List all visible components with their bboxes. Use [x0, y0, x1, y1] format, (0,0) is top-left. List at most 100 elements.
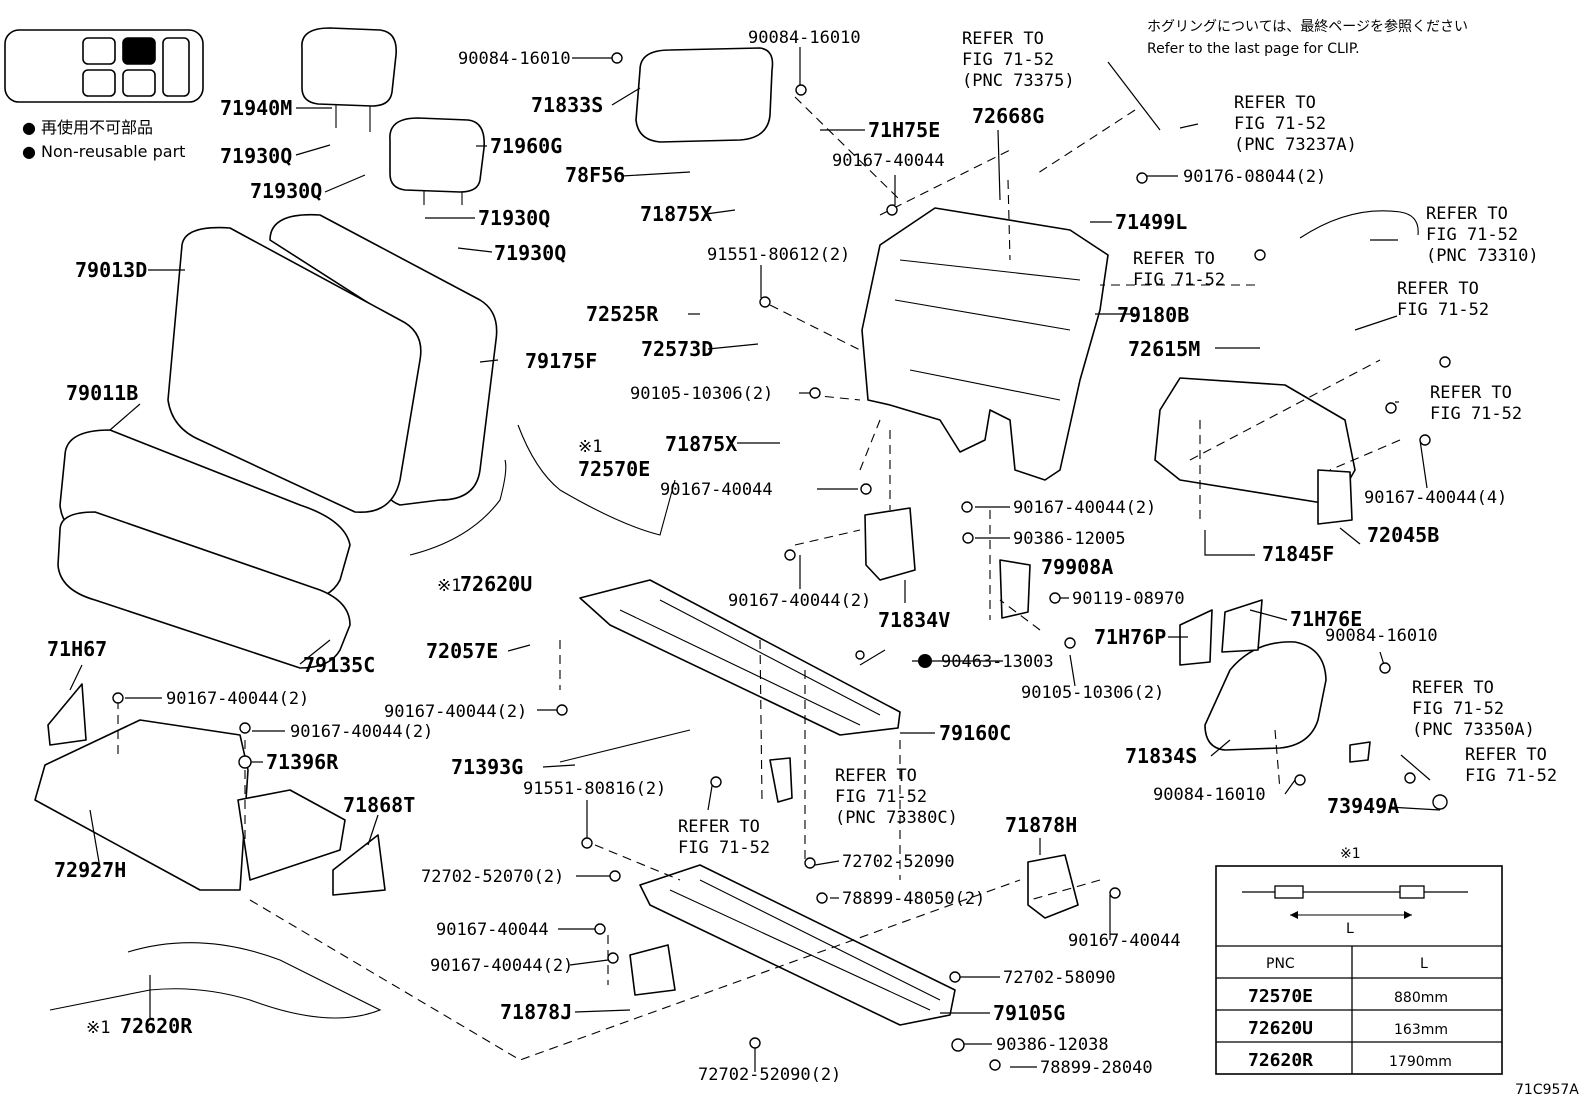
part-label: 72570E	[578, 457, 650, 481]
part-label: 71878H	[1005, 813, 1077, 837]
refer-note-line: REFER TO	[1234, 93, 1316, 113]
non-reusable-marker-icon	[918, 654, 932, 668]
part-label: 72573D	[641, 337, 713, 361]
part-label: 79908A	[1041, 555, 1113, 579]
part-label: 73949A	[1327, 794, 1399, 818]
refer-note-line: FIG 71-52	[1426, 225, 1518, 245]
part-label: 90167-40044(2)	[430, 956, 573, 976]
refer-note-line: (PNC 73237A)	[1234, 135, 1357, 155]
part-label: 71930Q	[478, 206, 550, 230]
clip-note-jp: ホグリングについては、最終ページを参照ください	[1147, 18, 1468, 35]
refer-note-line: FIG 71-52	[962, 50, 1054, 70]
refer-note-line: REFER TO	[1430, 383, 1512, 403]
part-label: 79105G	[993, 1001, 1065, 1025]
part-label: 71H75E	[868, 118, 940, 142]
part-label: 90084-16010	[1325, 626, 1438, 646]
part-label: 79180B	[1117, 303, 1189, 327]
refer-note-line: REFER TO	[1133, 249, 1215, 269]
refer-note-line: FIG 71-52	[1234, 114, 1326, 134]
assembly-dashed-lines	[117, 96, 1401, 1061]
refer-notes: REFER TO FIG 71-52 (PNC 73375) REFER TO …	[678, 29, 1557, 858]
refer-note-line: FIG 71-52	[1133, 270, 1225, 290]
part-label: 90167-40044	[436, 920, 549, 940]
part-label: 90167-40044(2)	[290, 722, 433, 742]
cable-length-table: ※1 L PNC L 72570E 880mm 72620U 163mm 726…	[1215, 846, 1503, 1075]
part-labels: 71940M 71930Q 71930Q 71960G 71930Q 71930…	[47, 28, 1507, 1085]
part-label: 72702-52090(2)	[698, 1065, 841, 1085]
refer-note-line: (PNC 73380C)	[835, 808, 958, 828]
table-header-l: L	[1420, 956, 1428, 972]
part-label: 90105-10306(2)	[630, 384, 773, 404]
part-label: 90167-40044(2)	[1013, 498, 1156, 518]
part-label: 71H67	[47, 637, 107, 661]
part-label: 78899-28040	[1040, 1058, 1153, 1078]
table-cell-pnc: 72570E	[1248, 986, 1313, 1007]
part-label: 72702-52070(2)	[421, 867, 564, 887]
part-label: 71875X	[640, 202, 712, 226]
part-label: 71833S	[531, 93, 603, 117]
table-title: ※1	[1340, 846, 1361, 862]
part-label: 90386-12038	[996, 1035, 1109, 1055]
part-label: 90463-13003	[941, 652, 1054, 672]
part-label: 72620U	[460, 572, 532, 596]
refer-note-line: (PNC 73350A)	[1412, 720, 1535, 740]
part-label: 72702-58090	[1003, 968, 1116, 988]
part-label: 71H76E	[1290, 607, 1362, 631]
part-label: 79013D	[75, 258, 147, 282]
part-label: 72668G	[972, 104, 1044, 128]
part-label: 90167-40044(4)	[1364, 488, 1507, 508]
part-label: 90105-10306(2)	[1021, 683, 1164, 703]
part-label: 90119-08970	[1072, 589, 1185, 609]
part-label: 90167-40044(2)	[166, 689, 309, 709]
refer-note-line: REFER TO	[678, 817, 760, 837]
part-label: 72927H	[54, 858, 126, 882]
part-label: 90084-16010	[458, 49, 571, 69]
part-label: 71834S	[1125, 744, 1197, 768]
part-label: 72702-52090	[842, 852, 955, 872]
part-label: 79175F	[525, 349, 597, 373]
part-label: 79011B	[66, 381, 138, 405]
refer-note-line: REFER TO	[1412, 678, 1494, 698]
refer-note-line: (PNC 73375)	[962, 71, 1075, 91]
part-label: 71960G	[490, 134, 562, 158]
part-label: 71940M	[220, 96, 292, 120]
part-label: 72057E	[426, 639, 498, 663]
refer-note-line: REFER TO	[1465, 745, 1547, 765]
table-cell-length: 1790mm	[1389, 1054, 1452, 1070]
refer-note-line: FIG 71-52	[1397, 300, 1489, 320]
part-label: ※1	[86, 1018, 110, 1038]
refer-note-line: REFER TO	[962, 29, 1044, 49]
part-label: 71845F	[1262, 542, 1334, 566]
refer-note-line: FIG 71-52	[1430, 404, 1522, 424]
refer-note-line: (PNC 73310)	[1426, 246, 1539, 266]
refer-note-line: FIG 71-52	[835, 787, 927, 807]
part-label: 90176-08044(2)	[1183, 167, 1326, 187]
legend-non-reusable-en: ● Non-reusable part	[22, 142, 185, 161]
part-label: 71930Q	[250, 179, 322, 203]
refer-note-line: REFER TO	[1426, 204, 1508, 224]
table-cell-length: 880mm	[1394, 990, 1448, 1006]
figure-code: 71C957A	[1515, 1082, 1579, 1098]
part-label: 90167-40044(2)	[728, 591, 871, 611]
part-label: 78899-48050(2)	[842, 889, 985, 909]
part-label: 78F56	[565, 163, 625, 187]
part-label: 72620R	[120, 1014, 193, 1038]
refer-note-line: FIG 71-52	[678, 838, 770, 858]
seat-position-icon	[4, 29, 204, 103]
part-drawings	[34, 27, 1419, 1026]
clip-note-en: Refer to the last page for CLIP.	[1147, 41, 1360, 57]
part-label: 91551-80816(2)	[523, 779, 666, 799]
part-label: 90167-40044	[660, 480, 773, 500]
part-label: 71878J	[500, 1000, 572, 1024]
table-cell-length: 163mm	[1394, 1022, 1448, 1038]
table-cell-pnc: 72620U	[1248, 1018, 1313, 1039]
part-label: 71834V	[878, 608, 950, 632]
part-label: 72615M	[1128, 337, 1200, 361]
part-label: 79160C	[939, 721, 1011, 745]
part-label: 91551-80612(2)	[707, 245, 850, 265]
part-label: 90167-40044	[832, 151, 945, 171]
part-label: 71393G	[451, 755, 523, 779]
refer-note-line: FIG 71-52	[1412, 699, 1504, 719]
part-label: 90167-40044(2)	[384, 702, 527, 722]
part-label: 71H76P	[1094, 625, 1166, 649]
